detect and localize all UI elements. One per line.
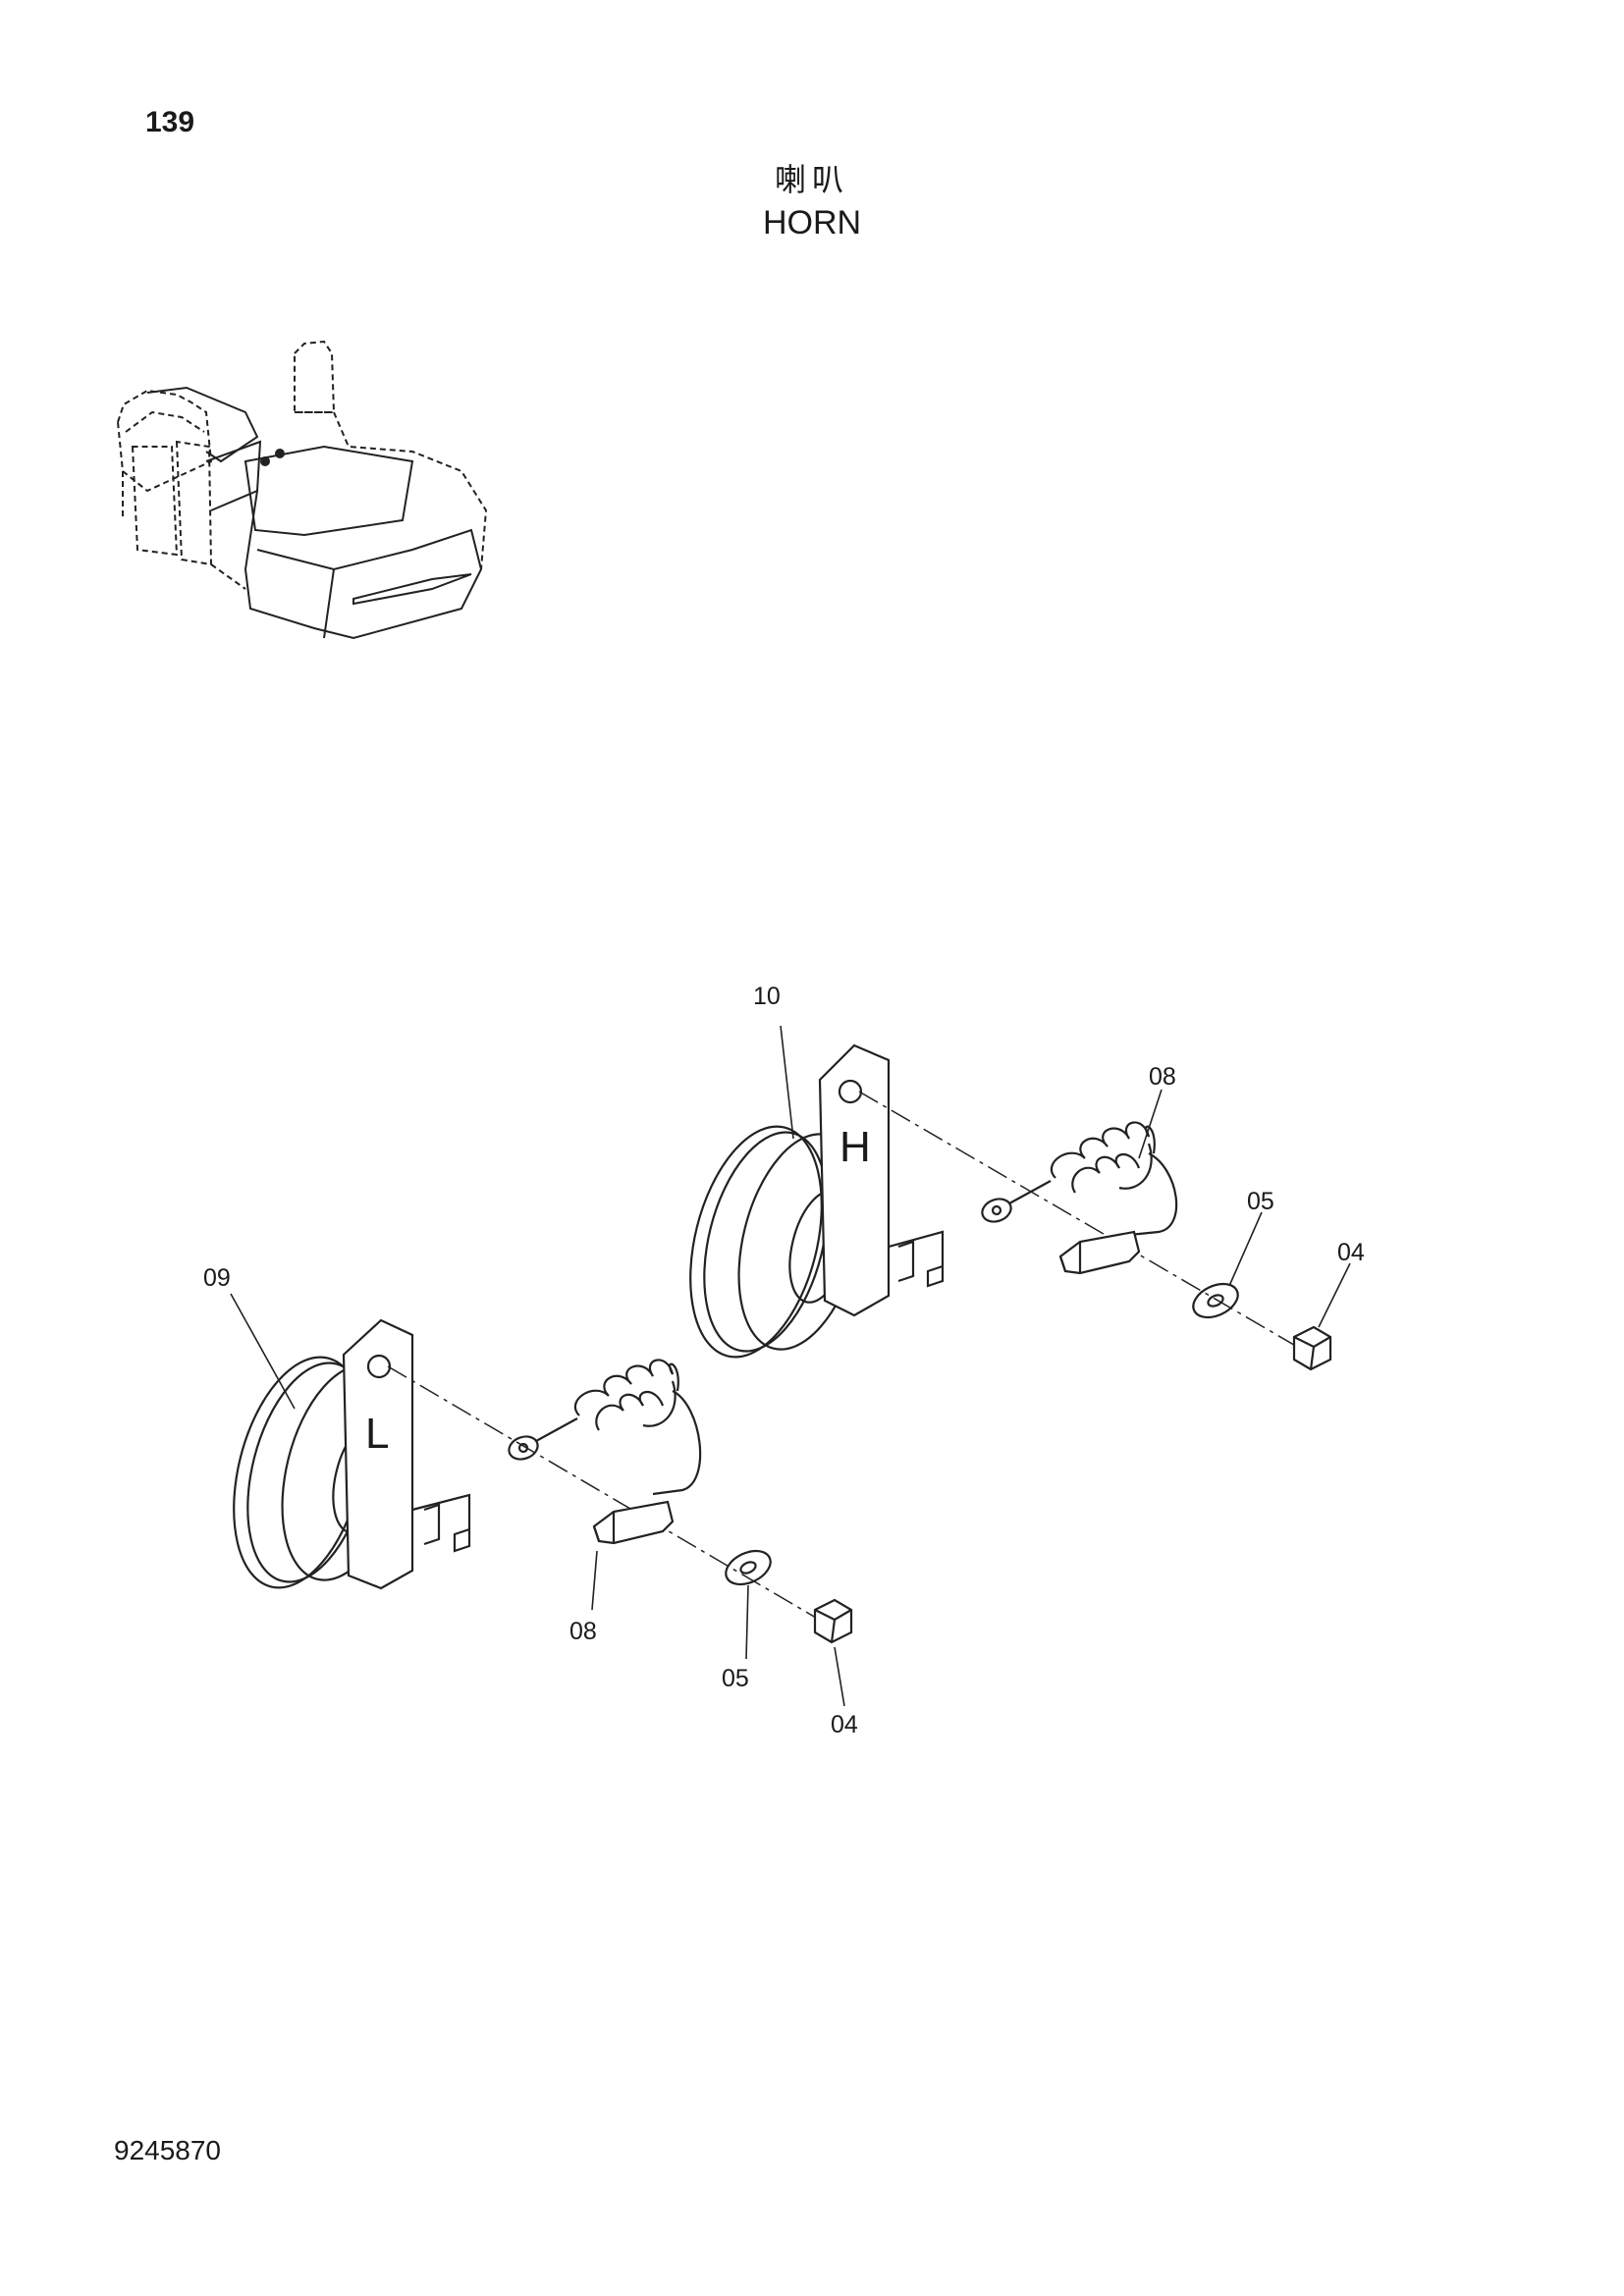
document-number: 9245870 <box>114 2135 222 2165</box>
callout-washer-low: 05 <box>722 1665 749 1692</box>
callout-horn-high: 10 <box>753 983 781 1010</box>
callout-washer-high: 05 <box>1247 1188 1274 1215</box>
excavator-location-sketch <box>116 340 488 640</box>
callout-nut-high: 04 <box>1337 1239 1365 1266</box>
horn-high-letter: H <box>839 1123 871 1171</box>
horn-low-letter: L <box>365 1410 389 1458</box>
callout-connector-high: 08 <box>1149 1063 1176 1091</box>
page-number: 139 <box>145 106 195 138</box>
callout-horn-low: 09 <box>203 1264 231 1292</box>
callout-connector-low: 08 <box>569 1618 597 1645</box>
horn-low-assembly <box>230 1293 853 1707</box>
page-title-chinese: 喇叭 <box>774 161 849 198</box>
page-title: HORN <box>762 204 862 241</box>
callout-nut-low: 04 <box>831 1711 858 1738</box>
horn-high-assembly <box>689 1025 1351 1371</box>
